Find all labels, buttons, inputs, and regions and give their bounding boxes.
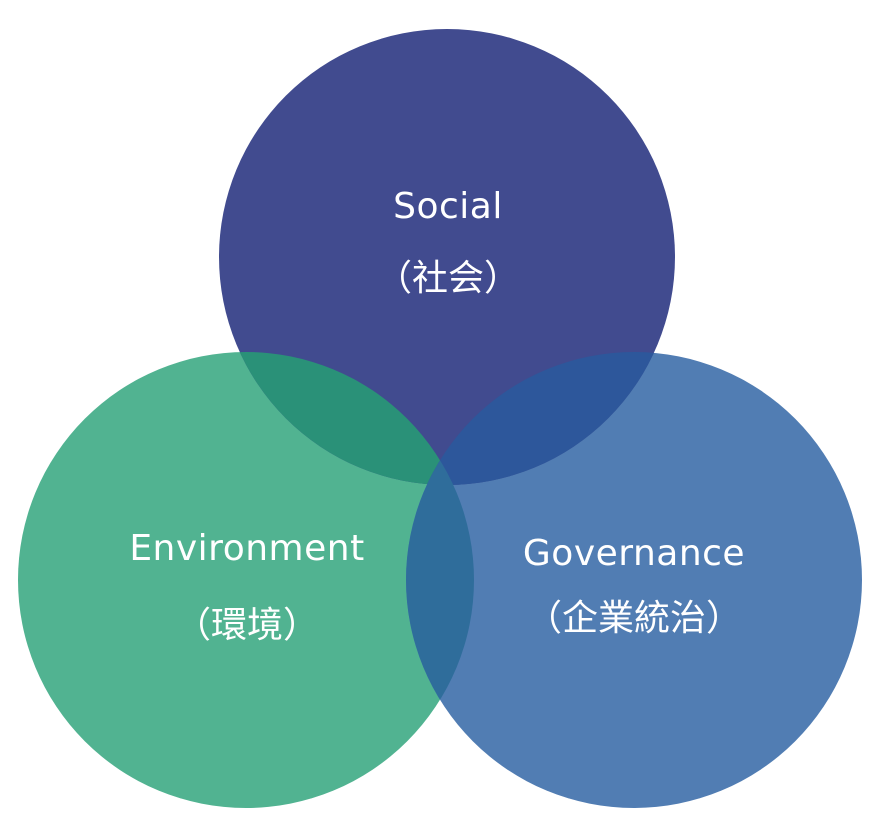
social-subtitle: （社会） [376,258,520,299]
governance-subtitle: （企業統治） [526,598,742,639]
environment-subtitle: （環境） [175,605,319,646]
social-environment-overlap [219,352,474,485]
environment-label: Environment [129,528,364,569]
social-governance-overlap [406,352,675,485]
social-label: Social [393,186,503,227]
governance-label: Governance [523,533,745,574]
